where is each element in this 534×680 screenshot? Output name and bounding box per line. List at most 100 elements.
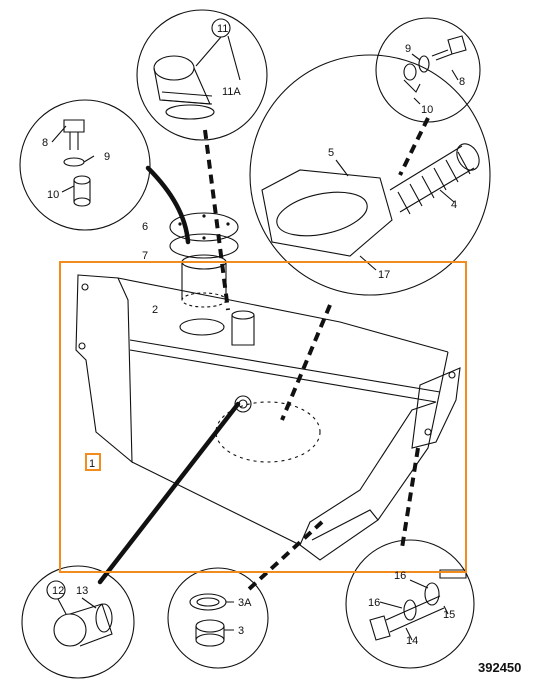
detail-hose-flange (249, 54, 491, 296)
bolt-head (447, 35, 467, 55)
hose-body (389, 145, 475, 213)
detail-circle (19, 99, 151, 231)
detail-mount-fixings (345, 539, 475, 669)
tank-body-outline (131, 351, 449, 561)
part-labels: 1 2 3 3A 4 5 6 7 8 9 10 8 9 10 11 11A 12… (42, 23, 465, 647)
spacer-top (73, 175, 91, 185)
cover-plate (169, 212, 239, 242)
label-washer-right: 9 (405, 43, 411, 55)
highlight-box (59, 261, 467, 573)
flange-opening (276, 191, 368, 237)
label-drain-plug: 12 (52, 585, 64, 597)
filler-cap-knurl (161, 91, 213, 105)
leader-lines (411, 53, 459, 105)
cover-bolt-hole (226, 222, 230, 226)
label-mount-spacer-b: 16 (394, 570, 406, 582)
tank-bolt-hole (81, 283, 89, 291)
label-flange-gasket: 17 (378, 269, 390, 281)
connector-drain (97, 401, 241, 585)
spacer-block (439, 569, 467, 579)
detail-right-fixings (375, 17, 481, 123)
spacer-base (73, 197, 91, 207)
label-filler-cap-seal: 11A (222, 86, 241, 98)
gauge-body (195, 626, 225, 640)
gauge-base (195, 633, 225, 647)
detail-filler-cap (136, 9, 268, 141)
tank-top-crease (129, 339, 441, 393)
label-mount-spacer-a: 16 (368, 597, 380, 609)
connector-left-fixings (145, 165, 191, 245)
drain-plug-body (69, 603, 113, 647)
label-flange-plate: 5 (328, 147, 334, 159)
label-bolt-right: 8 (459, 76, 465, 88)
label-spacer-left: 10 (47, 189, 59, 201)
leader-lines (224, 601, 234, 631)
filler-neck-base (181, 292, 227, 308)
connector-right-fixings (398, 117, 430, 176)
cover-gasket (169, 233, 239, 259)
spacer (403, 599, 417, 621)
label-filler-neck: 2 (152, 304, 158, 316)
filler-cap-body (153, 67, 211, 105)
bolt-shank (69, 132, 79, 150)
tank-filler-opening (179, 318, 225, 336)
gauge-seal (189, 593, 227, 611)
bolt-shank (385, 595, 445, 633)
label-filler-cap: 11 (217, 23, 228, 35)
filler-cap-top (153, 55, 195, 81)
detail-drain-plug (21, 565, 135, 679)
bolt-head (369, 615, 391, 641)
detail-circle (345, 539, 475, 669)
spacer-body (73, 180, 91, 202)
tank-drain-boss-inner (238, 399, 248, 409)
gauge-seal-inner (196, 597, 220, 607)
leader-11 (195, 35, 241, 81)
leader-lines (379, 579, 449, 641)
hydraulic-tank (75, 274, 461, 561)
drain-plug-face (53, 613, 87, 647)
detail-circle (375, 17, 481, 123)
label-spacer-right: 10 (421, 104, 433, 116)
tank-left-flange (75, 274, 133, 464)
label-sight-gauge-seal: 3A (238, 597, 252, 609)
drain-seal (95, 603, 113, 633)
detail-circle (21, 565, 135, 679)
bolt-shank (431, 49, 453, 61)
tank-right-flange (411, 367, 461, 449)
detail-connectors (97, 117, 430, 592)
cover-bolt-hole (202, 236, 206, 240)
detail-left-fixings (19, 99, 151, 231)
tank-body-edge (299, 401, 437, 546)
label-sight-gauge: 3 (238, 625, 244, 637)
tank-bolt-hole (424, 428, 432, 436)
label-mount-bolt: 14 (406, 635, 418, 647)
leader-lines (57, 597, 97, 615)
leader-lines (51, 125, 95, 193)
washer (424, 582, 440, 606)
label-main-tank: 1 (89, 458, 95, 470)
tank-drain-boss (234, 395, 252, 413)
detail-circle (249, 54, 491, 296)
label-bolt-left: 8 (42, 137, 48, 149)
washer (418, 55, 430, 73)
tank-bolt-hole (448, 371, 456, 379)
highlight-ref-1 (85, 453, 101, 471)
connector-hose (280, 304, 332, 421)
label-drain-seal: 13 (76, 585, 88, 597)
tank-top-edge (117, 277, 449, 353)
label-washer-left: 9 (104, 151, 110, 163)
filler-cap-seal (165, 104, 215, 120)
label-cover-gasket: 7 (142, 250, 148, 262)
detail-circle (167, 567, 269, 669)
hose-end (456, 143, 480, 171)
washer (63, 157, 85, 167)
connector-filler-cap (203, 129, 230, 311)
cover-plate-assembly (169, 212, 239, 259)
detail-sight-gauge (167, 567, 269, 669)
gauge-top (195, 619, 225, 633)
spacer-body (403, 79, 421, 93)
detail-circle (136, 9, 268, 141)
filler-neck-body (181, 262, 227, 300)
tank-breather-top (231, 310, 255, 320)
